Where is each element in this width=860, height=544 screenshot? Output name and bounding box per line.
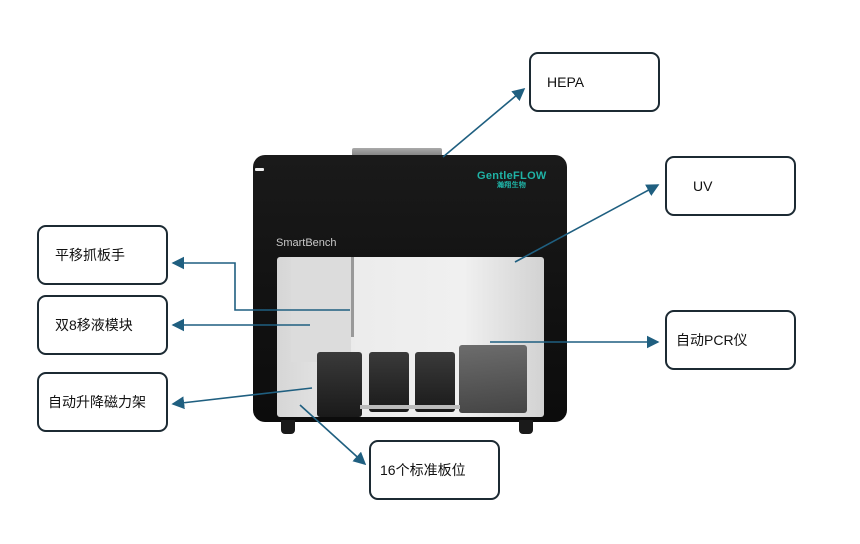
- callout-label: 双8移液模块: [55, 317, 133, 333]
- device-window: [277, 257, 544, 417]
- device-foot-right: [519, 420, 533, 434]
- callout-label: 16个标准板位: [380, 462, 466, 478]
- magnetic-rack-module: [317, 352, 362, 417]
- callout-pipetting: 双8移液模块: [37, 295, 168, 355]
- plate-module: [369, 352, 409, 412]
- callout-magnetic-rack: 自动升降磁力架: [37, 372, 168, 432]
- callout-plate-positions: 16个标准板位: [369, 440, 500, 500]
- uv-arrow: [514, 184, 660, 263]
- callout-label: HEPA: [547, 74, 585, 90]
- gripper-arrow: [171, 256, 350, 311]
- device-foot-left: [281, 420, 295, 434]
- callout-label: 平移抓板手: [55, 247, 125, 263]
- gripper-rail: [351, 257, 354, 337]
- pcr-module: [459, 345, 527, 413]
- hepa-filter: [352, 148, 442, 158]
- callout-label: 自动升降磁力架: [48, 394, 146, 410]
- magnetic-rack-arrow: [171, 387, 313, 410]
- callout-label: 自动PCR仪: [676, 332, 748, 348]
- plate-positions-arrow: [299, 404, 367, 466]
- plate-tray: [360, 405, 460, 409]
- status-led: [255, 168, 264, 171]
- callout-gripper: 平移抓板手: [37, 225, 168, 285]
- plate-module: [415, 352, 455, 412]
- callout-uv: UV: [665, 156, 796, 216]
- callout-label: UV: [693, 178, 713, 194]
- callout-pcr: 自动PCR仪: [665, 310, 796, 370]
- hepa-arrow: [442, 87, 526, 158]
- callout-hepa: HEPA: [529, 52, 660, 112]
- device-brand-label: SmartBench: [276, 237, 337, 249]
